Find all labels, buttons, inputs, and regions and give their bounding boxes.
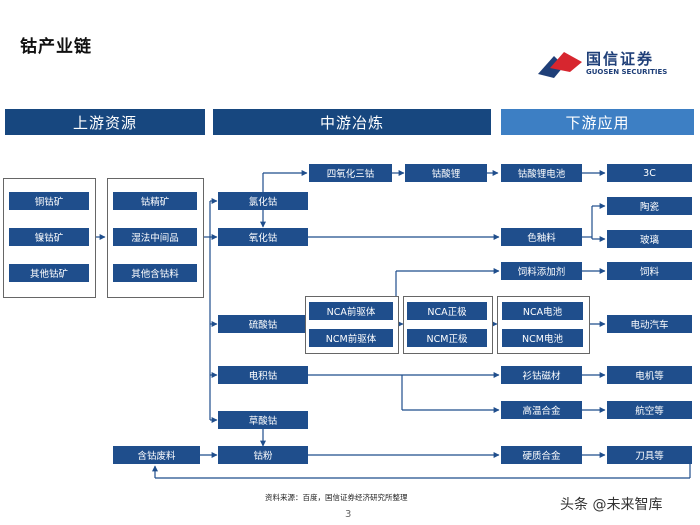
concentrate-box: 钴精矿 [113,192,197,210]
product-box: 高温合金 [501,401,582,419]
header-upstream: 上游资源 [5,109,205,135]
waste-box: 含钴废料 [113,446,200,464]
product-box: NCM电池 [502,329,583,347]
tricobalt-tetroxide-box: 四氧化三钴 [309,164,392,182]
application-box: 陶瓷 [607,197,692,215]
application-box: 电机等 [607,366,692,384]
guosen-logo-icon [538,52,582,78]
logo-name-en: GUOSEN SECURITIES [586,68,668,76]
page-number: 3 [345,509,352,520]
product-box: 硬质合金 [501,446,582,464]
application-box: 3C [607,164,692,182]
watermark: 头条 @未来智库 [560,497,663,513]
header-downstream: 下游应用 [501,109,694,135]
page-title: 钴产业链 [20,37,92,57]
application-box: 航空等 [607,401,692,419]
compound-box: 电积钴 [218,366,308,384]
compound-box: 氧化钴 [218,228,308,246]
ore-box: 镍钴矿 [9,228,89,246]
source-note: 资料来源：百度，国信证券经济研究所整理 [265,493,408,502]
lithium-cobaltate-box: 钴酸锂 [405,164,487,182]
compound-box: 钴粉 [218,446,308,464]
cathode-box: NCA正极 [407,302,487,320]
precursor-box: NCM前驱体 [309,329,393,347]
application-box: 玻璃 [607,230,692,248]
product-box: 饲料添加剂 [501,262,582,280]
product-box: 钴酸锂电池 [501,164,582,182]
logo: 国信证券 GUOSEN SECURITIES [536,48,668,80]
product-box: 色釉料 [501,228,582,246]
ore-box: 其他钴矿 [9,264,89,282]
logo-name-cn: 国信证券 [586,50,655,68]
product-box: 衫钴磁材 [501,366,582,384]
concentrate-box: 湿法中间品 [113,228,197,246]
ore-box: 铜钴矿 [9,192,89,210]
application-box: 饲料 [607,262,692,280]
compound-box: 硫酸钴 [218,315,308,333]
header-midstream: 中游冶炼 [213,109,491,135]
concentrate-box: 其他含钴料 [113,264,197,282]
product-box: NCA电池 [502,302,583,320]
compound-box: 草酸钴 [218,411,308,429]
application-box: 刀具等 [607,446,692,464]
cathode-box: NCM正极 [407,329,487,347]
application-box: 电动汽车 [607,315,692,333]
precursor-box: NCA前驱体 [309,302,393,320]
compound-box: 氯化钴 [218,192,308,210]
